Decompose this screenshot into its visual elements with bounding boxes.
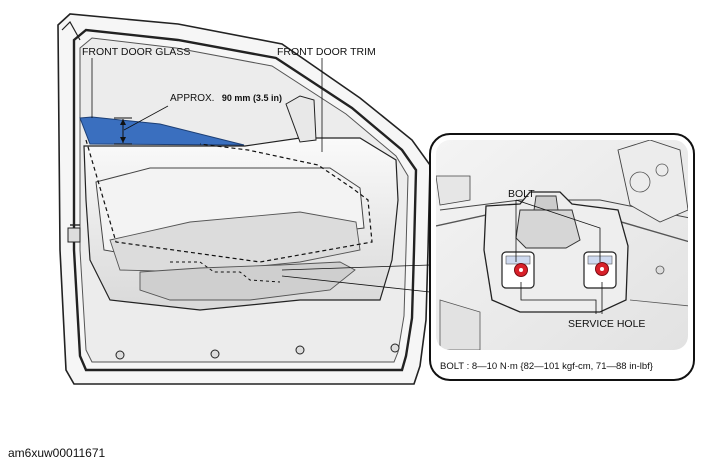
- service-hole-label: SERVICE HOLE: [568, 318, 645, 330]
- trim-dashed-outline: [85, 139, 373, 263]
- inset-panel: BOLT SERVICE HOLE BOLT : 8—10 N·m {82—10…: [429, 133, 695, 381]
- bolt-label: BOLT: [508, 188, 535, 200]
- zoom-connector-top: [281, 264, 431, 271]
- approx-dimension-marker: [114, 105, 169, 145]
- document-id: am6xuw00011671: [8, 446, 106, 460]
- front-door-trim: [83, 95, 399, 311]
- torque-spec-label: BOLT : 8—10 N·m {82—101 kgf-cm, 71—88 in…: [440, 361, 653, 372]
- clip-dashed-outline: [170, 261, 281, 283]
- approx-prefix: APPROX.: [170, 93, 214, 104]
- approx-value: 90 mm (3.5 in): [222, 93, 282, 103]
- zoom-connector-bottom: [281, 275, 431, 293]
- front-door-glass-label: FRONT DOOR GLASS: [82, 46, 190, 58]
- approx-label: APPROX. 90 mm (3.5 in): [170, 88, 282, 105]
- front-door-trim-label: FRONT DOOR TRIM: [277, 46, 376, 58]
